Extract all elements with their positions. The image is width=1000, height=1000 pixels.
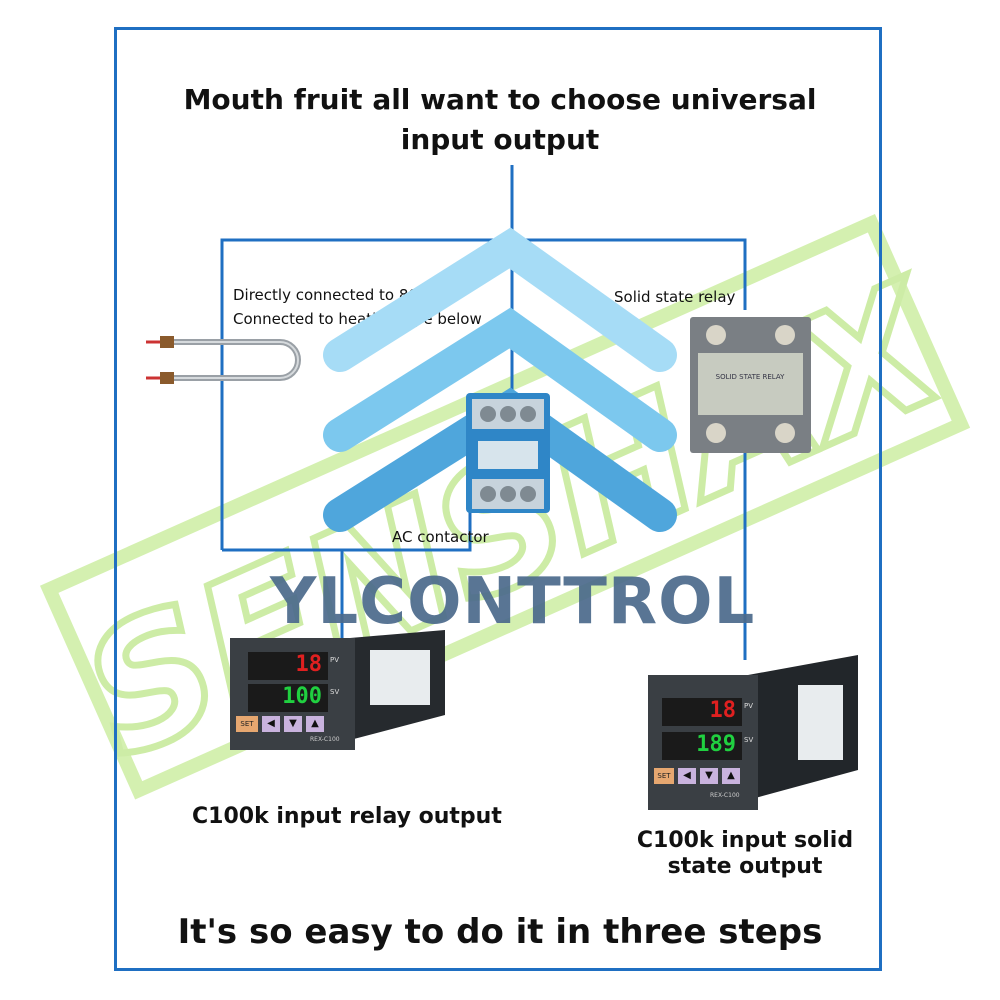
right-arrow-down-button[interactable]: ▼ xyxy=(700,768,718,784)
ssr-label: Solid state relay xyxy=(614,288,736,306)
page-title: Mouth fruit all want to choose universal… xyxy=(183,83,817,156)
right-model-label: REX-C100 xyxy=(710,792,740,799)
heater-label-1: Directly connected to 800W xyxy=(233,286,443,304)
controller-housing-icon xyxy=(648,655,858,810)
ac-contactor-icon xyxy=(466,393,550,513)
right-set-button[interactable]: SET xyxy=(654,768,674,784)
left-caption: C100k input relay output xyxy=(192,804,502,829)
left-sv-tag: SV xyxy=(330,688,340,696)
footer-text: It's so easy to do it in three steps xyxy=(177,912,823,952)
solid-state-relay: SOLID STATE RELAY xyxy=(688,315,813,455)
right-arrow-up-button[interactable]: ▲ xyxy=(722,768,740,784)
left-pv-display: 18 xyxy=(248,652,328,680)
right-sv-tag: SV xyxy=(744,736,754,744)
brand-logo-text: YLCONTTROL xyxy=(270,565,756,639)
left-controller: 18 100 PV SV SET ◀ ▼ ▲ REX-C100 xyxy=(230,630,445,750)
right-caption-line-1: C100k input solid xyxy=(636,828,854,853)
right-controller: 18 189 PV SV SET ◀ ▼ ▲ REX-C100 xyxy=(648,650,858,810)
wire-bottom-left xyxy=(222,510,472,552)
left-arrow-down-button[interactable]: ▼ xyxy=(284,716,302,732)
wire-top-loop xyxy=(220,238,747,550)
contactor-label: AC contactor xyxy=(392,528,489,546)
left-pv-tag: PV xyxy=(330,656,340,664)
right-pv-display: 18 xyxy=(662,698,742,726)
heating-pipe-icon xyxy=(146,336,301,384)
watermark-frame xyxy=(39,214,971,800)
right-sv-display: 189 xyxy=(662,732,742,760)
left-set-button[interactable]: SET xyxy=(236,716,258,732)
left-sv-display: 100 xyxy=(248,684,328,712)
left-model-label: REX-C100 xyxy=(310,736,340,743)
right-caption: C100k input solid state output xyxy=(620,828,870,880)
right-arrow-left-button[interactable]: ◀ xyxy=(678,768,696,784)
ssr-body-icon xyxy=(690,317,811,453)
outer-frame xyxy=(114,27,882,971)
right-pv-tag: PV xyxy=(744,702,754,710)
right-caption-line-2: state output xyxy=(667,854,823,879)
ssr-panel-text: SOLID STATE RELAY xyxy=(715,373,785,381)
left-arrow-up-button[interactable]: ▲ xyxy=(306,716,324,732)
left-arrow-left-button[interactable]: ◀ xyxy=(262,716,280,732)
